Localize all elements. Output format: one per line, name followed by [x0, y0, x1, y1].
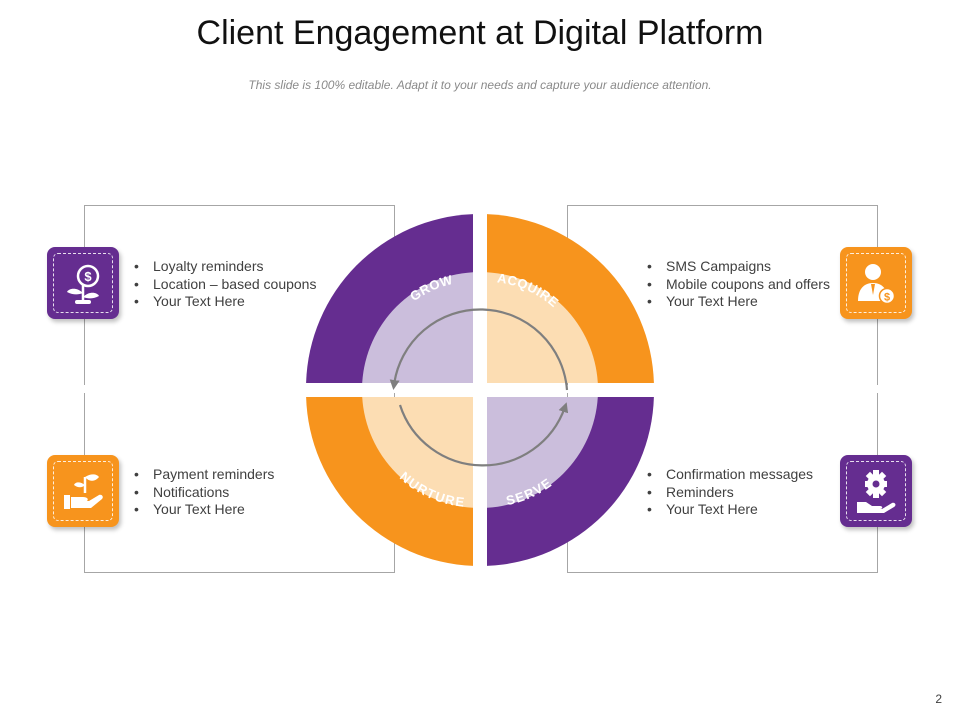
- list-item: Reminders: [647, 484, 813, 502]
- svg-text:$: $: [884, 292, 890, 304]
- nurture-icon-box: [47, 455, 119, 527]
- grow-inner-segment: [362, 272, 473, 383]
- serve-inner-segment: [487, 397, 598, 508]
- hand-gear-icon: [857, 470, 896, 513]
- cycle-arrow-upper: [389, 308, 569, 391]
- grow-bullet-list: Loyalty reminders Location – based coupo…: [134, 258, 316, 311]
- hand-sprout-icon: [64, 474, 103, 509]
- list-item: Payment reminders: [134, 466, 274, 484]
- serve-bullet-list: Confirmation messages Reminders Your Tex…: [647, 466, 813, 519]
- acquire-bullet-list: SMS Campaigns Mobile coupons and offers …: [647, 258, 830, 311]
- nurture-bullet-list: Payment reminders Notifications Your Tex…: [134, 466, 274, 519]
- list-item: Your Text Here: [134, 501, 274, 519]
- slide-subtitle: This slide is 100% editable. Adapt it to…: [248, 78, 712, 92]
- nurture-inner-segment: [362, 397, 473, 508]
- list-item: Notifications: [134, 484, 274, 502]
- slide-title: Client Engagement at Digital Platform: [196, 14, 764, 52]
- list-item: Your Text Here: [134, 293, 316, 311]
- list-item: SMS Campaigns: [647, 258, 830, 276]
- grow-icon-box: $: [47, 247, 119, 319]
- acquire-icon-box: $: [840, 247, 912, 319]
- list-item: Location – based coupons: [134, 276, 316, 294]
- list-item: Mobile coupons and offers: [647, 276, 830, 294]
- list-item: Loyalty reminders: [134, 258, 316, 276]
- svg-text:$: $: [84, 269, 92, 284]
- list-item: Your Text Here: [647, 293, 830, 311]
- acquire-inner-segment: [487, 272, 598, 383]
- cycle-arrow-lower: [398, 402, 569, 467]
- list-item: Your Text Here: [647, 501, 813, 519]
- engagement-wheel: GROW ACQUIRE NURTURE SERVE: [306, 214, 654, 566]
- list-item: Confirmation messages: [647, 466, 813, 484]
- serve-icon-box: [840, 455, 912, 527]
- page-number: 2: [935, 692, 942, 706]
- businessman-dollar-icon: $: [858, 264, 896, 305]
- money-plant-icon: $: [67, 264, 100, 304]
